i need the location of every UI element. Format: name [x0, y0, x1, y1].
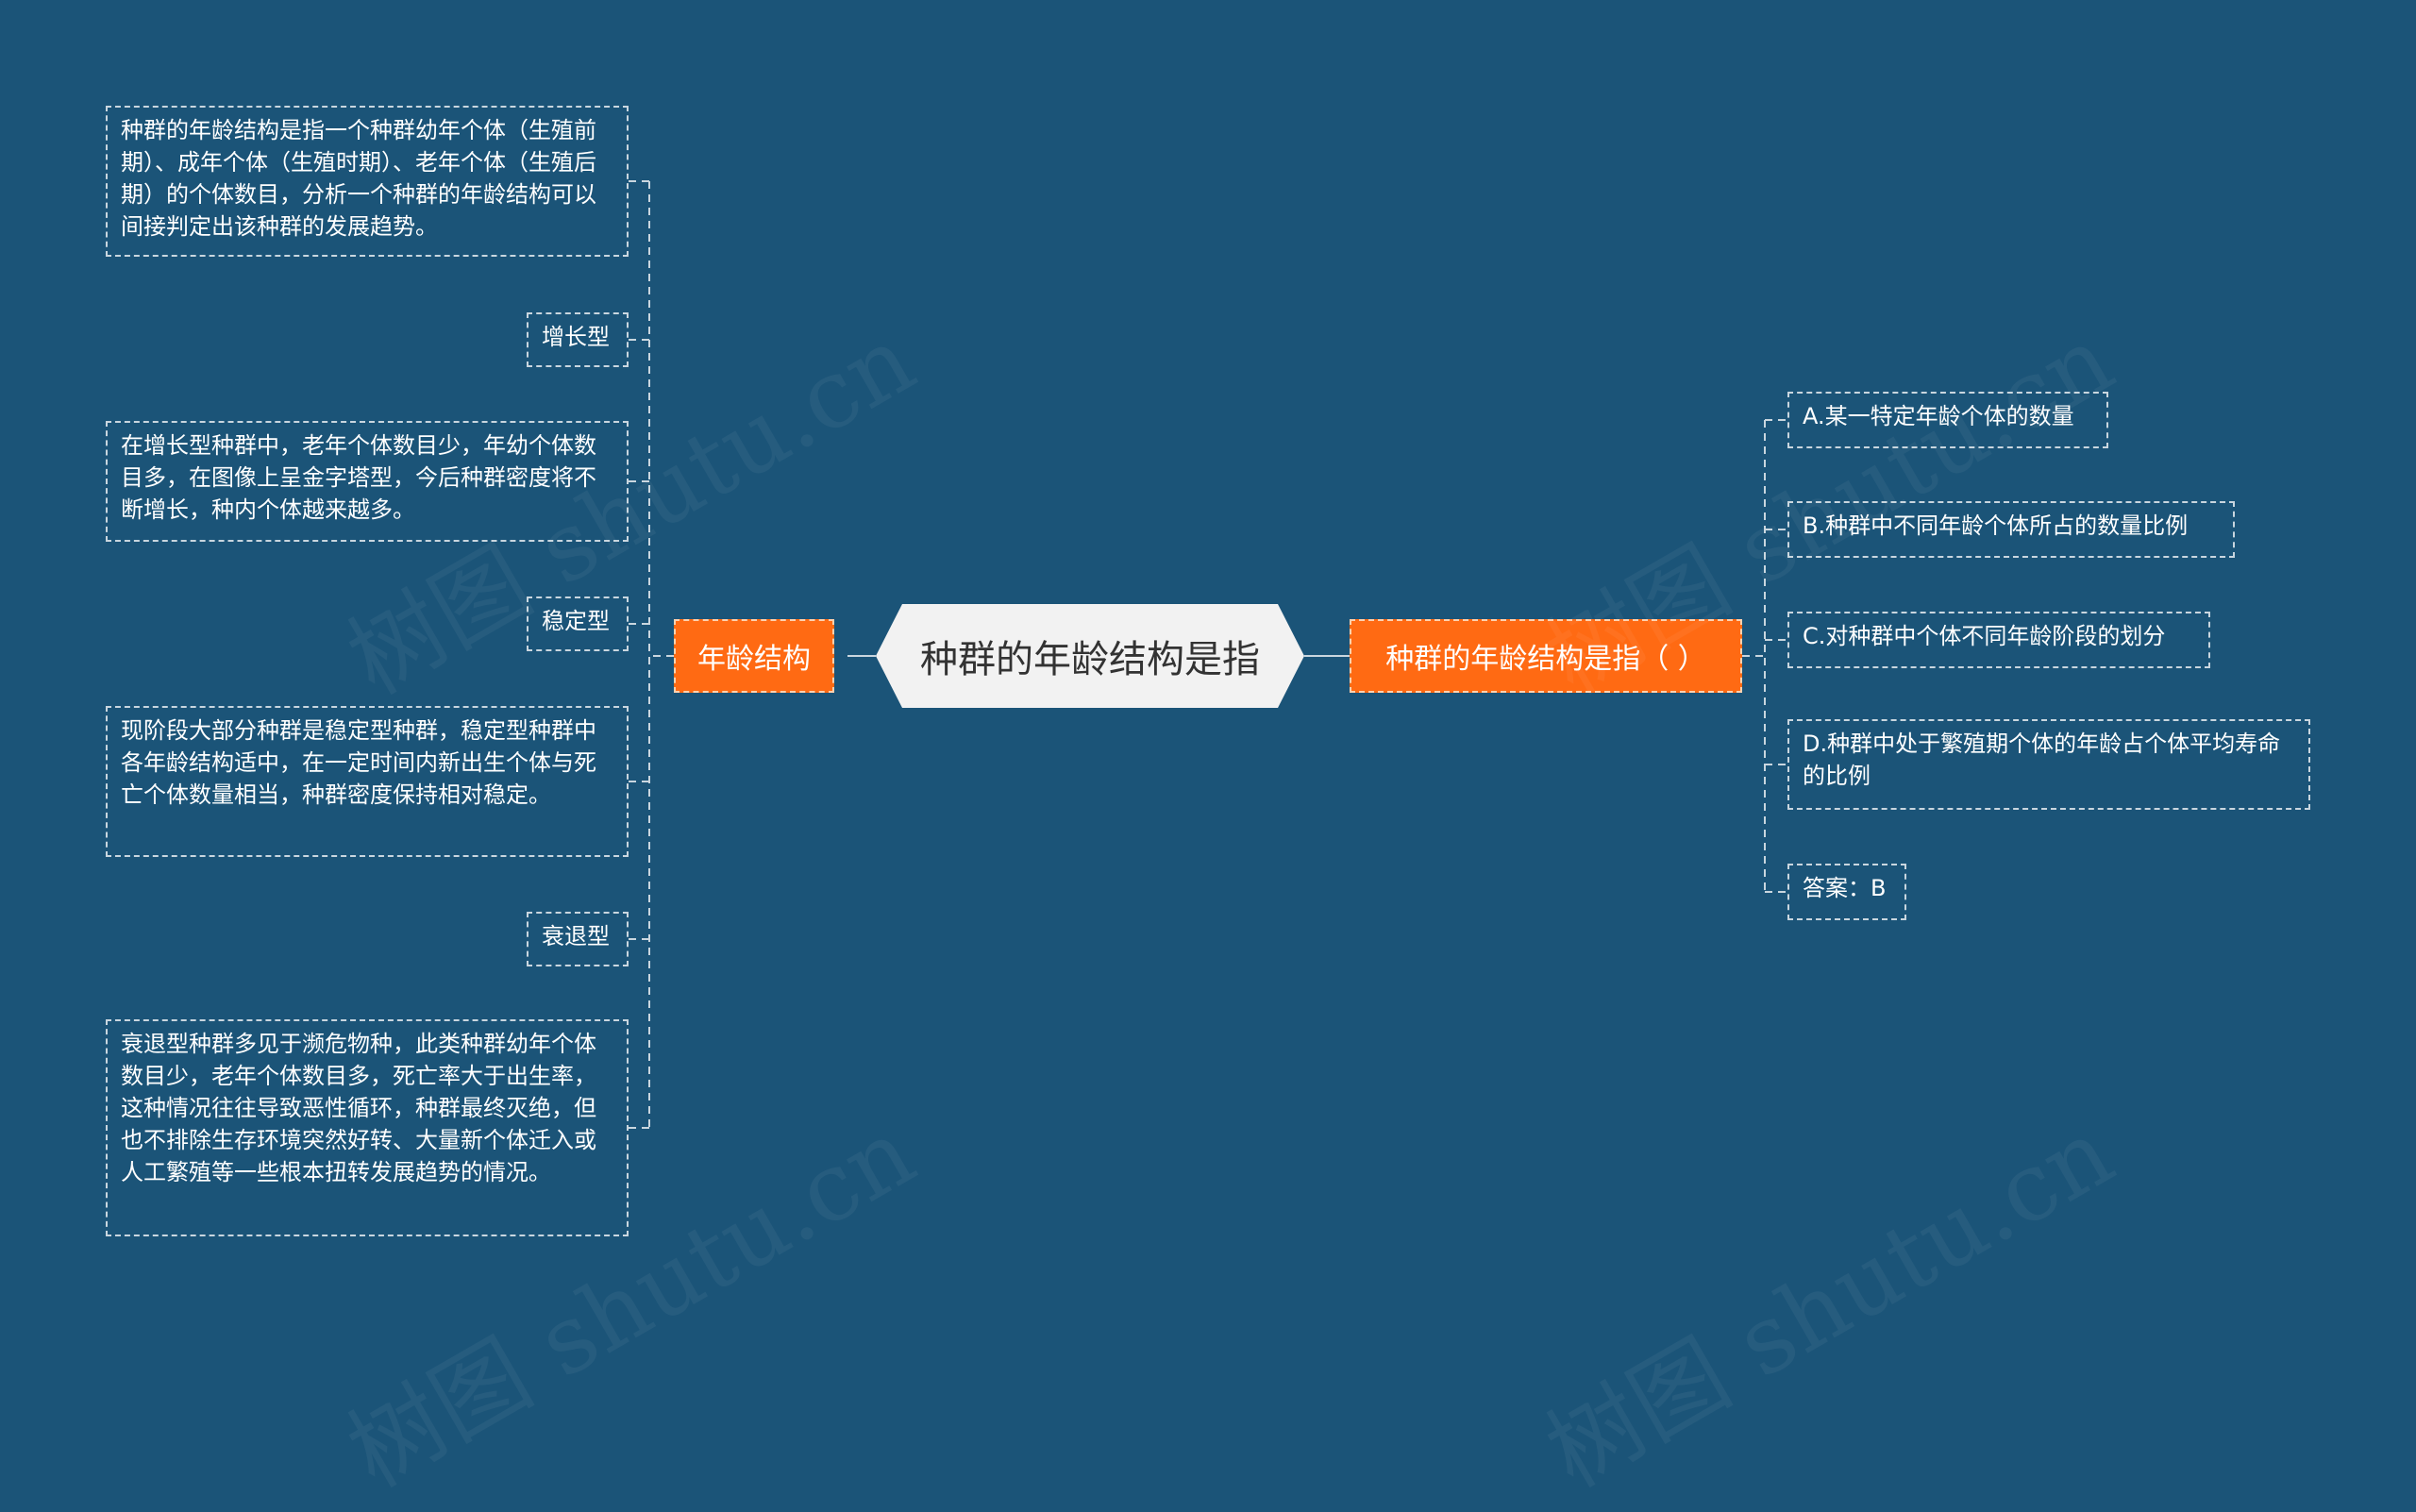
root-label: 种群的年龄结构是指 — [920, 638, 1260, 681]
option-text: C.对种群中个体不同年龄阶段的划分 — [1803, 623, 2166, 649]
left-leaf-stable-type[interactable]: 稳定型 — [527, 596, 629, 651]
answer[interactable]: 答案：B — [1787, 864, 1906, 920]
branch-label: 种群的年龄结构是指（ ） — [1385, 643, 1706, 676]
mind-map-canvas: 种群的年龄结构是指 年龄结构 种群的年龄结构是指一个种群幼年个体（生殖前期）、成… — [106, 106, 2310, 1508]
option-d[interactable]: D.种群中处于繁殖期个体的年龄占个体平均寿命的比例 — [1787, 719, 2310, 810]
leaf-text: 种群的年龄结构是指一个种群幼年个体（生殖前期）、成年个体（生殖时期）、老年个体（… — [121, 117, 596, 240]
answer-text: 答案：B — [1803, 875, 1887, 901]
option-a[interactable]: A.某一特定年龄个体的数量 — [1787, 392, 2108, 448]
leaf-text: 增长型 — [542, 324, 610, 350]
left-leaf-growth-desc[interactable]: 在增长型种群中，老年个体数目少，年幼个体数目多，在图像上呈金字塔型，今后种群密度… — [106, 421, 629, 542]
leaf-text: 稳定型 — [542, 608, 610, 634]
option-c[interactable]: C.对种群中个体不同年龄阶段的划分 — [1787, 612, 2210, 668]
branch-age-structure[interactable]: 年龄结构 — [674, 619, 834, 693]
leaf-text: 衰退型种群多见于濒危物种，此类种群幼年个体数目少，老年个体数目多，死亡率大于出生… — [121, 1031, 596, 1185]
option-text: A.某一特定年龄个体的数量 — [1803, 403, 2074, 429]
branch-label: 年龄结构 — [697, 643, 811, 676]
left-leaf-decline-type[interactable]: 衰退型 — [527, 912, 629, 966]
leaf-text: 现阶段大部分种群是稳定型种群，稳定型种群中各年龄结构适中，在一定时间内新出生个体… — [121, 717, 596, 808]
root-node[interactable]: 种群的年龄结构是指 — [876, 604, 1304, 708]
left-leaf-definition[interactable]: 种群的年龄结构是指一个种群幼年个体（生殖前期）、成年个体（生殖时期）、老年个体（… — [106, 106, 629, 257]
left-leaf-stable-desc[interactable]: 现阶段大部分种群是稳定型种群，稳定型种群中各年龄结构适中，在一定时间内新出生个体… — [106, 706, 629, 857]
option-text: D.种群中处于繁殖期个体的年龄占个体平均寿命的比例 — [1803, 731, 2281, 789]
left-leaf-decline-desc[interactable]: 衰退型种群多见于濒危物种，此类种群幼年个体数目少，老年个体数目多，死亡率大于出生… — [106, 1019, 629, 1236]
option-b[interactable]: B.种群中不同年龄个体所占的数量比例 — [1787, 501, 2235, 558]
left-leaf-growth-type[interactable]: 增长型 — [527, 312, 629, 367]
branch-question[interactable]: 种群的年龄结构是指（ ） — [1350, 619, 1742, 693]
leaf-text: 衰退型 — [542, 923, 610, 949]
connector-lines — [629, 180, 1787, 1129]
leaf-text: 在增长型种群中，老年个体数目少，年幼个体数目多，在图像上呈金字塔型，今后种群密度… — [121, 432, 596, 523]
option-text: B.种群中不同年龄个体所占的数量比例 — [1803, 512, 2189, 539]
